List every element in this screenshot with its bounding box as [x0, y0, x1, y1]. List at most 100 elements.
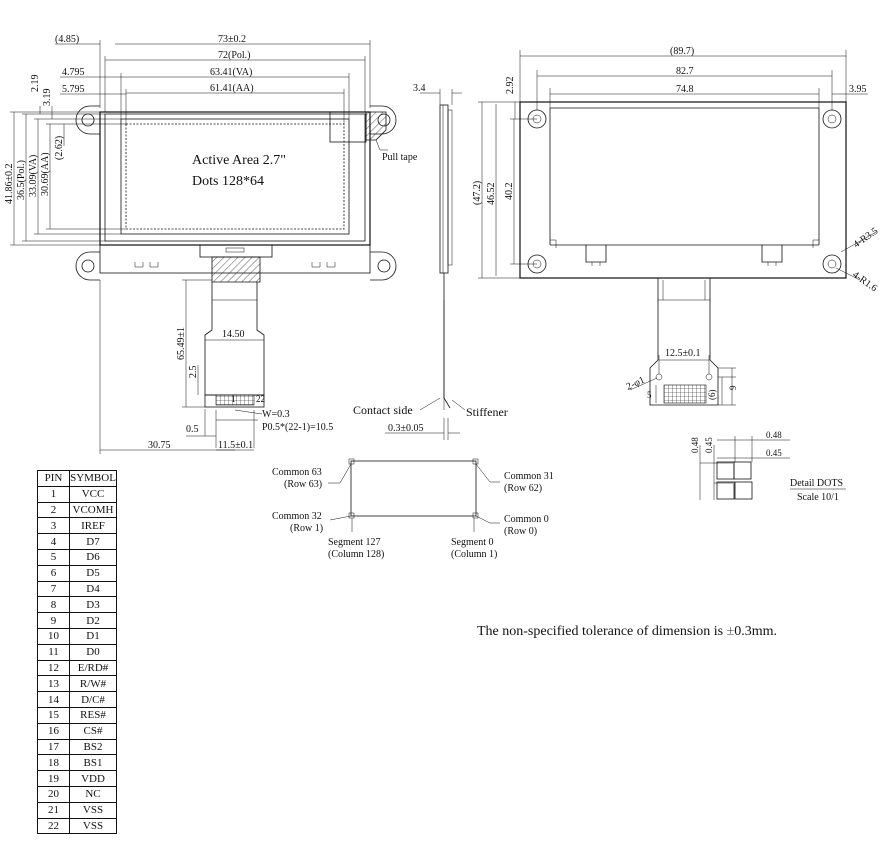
side-fpc: [443, 273, 451, 409]
dim-pitch: P0.5*(22-1)=10.5: [262, 422, 333, 433]
column-128: (Column 128): [328, 549, 384, 560]
dim-30-69: 30.69(AA): [40, 152, 51, 196]
pin-number: 14: [37, 691, 70, 708]
pull-tape-label: Pull tape: [382, 152, 418, 163]
pin-symbol: VCOMH: [69, 501, 117, 519]
dim-11-5: 11.5±0.1: [218, 440, 253, 451]
orientation-box: [350, 460, 477, 517]
pin-number: 18: [37, 754, 70, 772]
back-clip-right: [761, 245, 783, 263]
pin-number: 1: [37, 485, 70, 503]
dot-1: [716, 461, 735, 480]
dots-label: Dots 128*64: [192, 174, 264, 189]
pin-symbol: D3: [69, 596, 117, 614]
back-clip-left: [585, 245, 607, 263]
pin-symbol: D0: [69, 643, 117, 661]
pin-number: 4: [37, 533, 70, 550]
pin-symbol: D/C#: [69, 691, 117, 708]
stiffener-label: Stiffener: [466, 405, 508, 419]
right-lower-ear: [370, 251, 397, 281]
column-1: (Column 1): [451, 549, 497, 560]
pin-symbol: D5: [69, 564, 117, 582]
dim-0-45-h: 0.45: [766, 448, 782, 458]
pin-number: 15: [37, 706, 70, 724]
pin-symbol: R/W#: [69, 675, 117, 693]
dim-30-75: 30.75: [148, 440, 171, 451]
back-fpc: [649, 278, 719, 406]
dim-36-5: 36.5(Pol.): [16, 160, 27, 200]
detail-dots: 0.48 0.45 0.48 0.45 Detail DOTS Scale 10…: [690, 430, 846, 503]
dot-4: [734, 481, 753, 500]
dim-72: 72(Pol.): [218, 50, 251, 61]
pin-symbol: E/RD#: [69, 659, 117, 677]
viewing-area: [120, 118, 350, 235]
common-63: Common 63: [272, 467, 322, 478]
back-outline: [519, 101, 847, 279]
tolerance-note: The non-specified tolerance of dimension…: [477, 624, 777, 640]
row-1: (Row 1): [290, 523, 323, 534]
pin-number: 13: [37, 675, 70, 693]
pin-number: 21: [37, 801, 70, 819]
dim-40-2: 40.2: [504, 183, 515, 201]
radius-3-5: 4-R3.5: [851, 226, 880, 251]
dim-74-8: 74.8: [676, 84, 694, 95]
pin-22-label: 22: [256, 394, 265, 404]
dim-3-4: 3.4: [413, 83, 426, 94]
pin-number: 2: [37, 501, 70, 519]
pin-number: 9: [37, 612, 70, 629]
fpc-stiffener-hatch: [211, 256, 261, 283]
dim-82-7: 82.7: [676, 66, 694, 77]
pin-symbol: D1: [69, 627, 117, 645]
hole-spec: 2-φ1: [625, 375, 647, 393]
dim-0-48-h: 0.48: [766, 430, 782, 440]
pin-symbol: NC: [69, 785, 117, 803]
pin-number: 22: [37, 817, 70, 835]
dim-33-09: 33.09(VA): [28, 155, 39, 197]
pin-table-header: PIN SYMBOL: [37, 470, 117, 487]
back-view: (89.7) 82.7 74.8 2.92 3.95 (47.2) 46.52 …: [472, 46, 880, 406]
detail-dots-title: Detail DOTS: [790, 478, 843, 489]
right-lower-hole: [377, 259, 391, 273]
plus-minus-symbol: ±: [726, 624, 735, 639]
driver-ic: [199, 244, 273, 258]
pin-symbol: VSS: [69, 817, 117, 835]
dim-0-45-v: 0.45: [704, 437, 714, 453]
pin-symbol: D4: [69, 580, 117, 598]
pin-symbol: IREF: [69, 517, 117, 535]
pin-symbol: D7: [69, 533, 117, 550]
pin-number: 7: [37, 580, 70, 598]
row-62: (Row 62): [504, 483, 542, 494]
back-fpc-contacts: [663, 384, 707, 404]
right-upper-hole: [377, 113, 391, 127]
left-lower-ear: [75, 251, 100, 281]
pin-symbol: BS1: [69, 754, 117, 772]
pin-symbol: VDD: [69, 770, 117, 787]
pin-symbol: D2: [69, 612, 117, 629]
right-upper-ear: [370, 105, 397, 135]
side-view: 3.4 Contact side Stiffener 0.3±0.05: [353, 83, 508, 440]
dim-5: 5: [647, 390, 652, 400]
left-lower-hole: [81, 259, 95, 273]
dim-12-5: 12.5±0.1: [665, 348, 701, 359]
back-hole-br: [822, 254, 842, 274]
dim-73: 73±0.2: [218, 34, 246, 45]
detail-dots-scale: Scale 10/1: [797, 492, 839, 503]
dim-61-41: 61.41(AA): [210, 83, 254, 94]
row-63: (Row 63): [284, 479, 322, 490]
